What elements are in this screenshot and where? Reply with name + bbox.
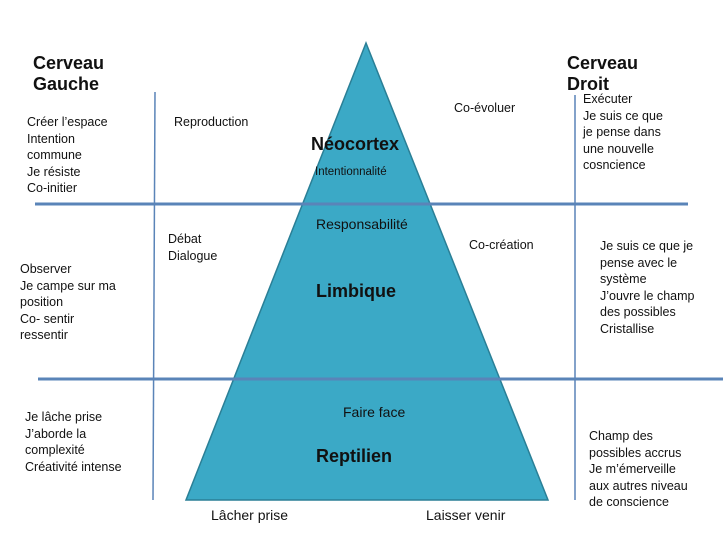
level-limbique: Limbique — [316, 281, 396, 301]
label-faire-face: Faire face — [343, 404, 406, 420]
right-inner-co-creation: Co-création — [469, 238, 534, 252]
heading-left-brain: Cerveau Gauche — [33, 53, 105, 94]
right-block-top: Exécuter Je suis ce que je pense dans un… — [583, 92, 663, 172]
left-block-middle: Observer Je campe sur ma position Co- se… — [20, 262, 116, 342]
level-neocortex: Néocortex — [311, 134, 400, 154]
right-block-bottom: Champ des possibles accrus Je m’émerveil… — [589, 429, 688, 509]
left-block-bottom: Je lâche prise J’aborde la complexité Cr… — [25, 410, 122, 474]
brain-pyramid — [184, 40, 550, 501]
label-laisser-venir: Laisser venir — [426, 507, 506, 523]
vertical-divider-left — [152, 91, 156, 501]
left-inner-debat-dialogue: Débat Dialogue — [168, 232, 218, 263]
label-lacher-prise: Lâcher prise — [211, 507, 289, 523]
left-inner-reproduction: Reproduction — [174, 115, 249, 129]
heading-right-brain: Cerveau Droit — [567, 53, 639, 94]
level-reptilien: Reptilien — [316, 446, 393, 466]
right-block-middle: Je suis ce que je pense avec le système … — [600, 239, 695, 336]
left-block-top: Créer l’espace Intention commune Je rési… — [27, 115, 108, 195]
label-intentionnalite: Intentionnalité — [315, 166, 387, 178]
right-inner-co-evoluer: Co-évoluer — [454, 101, 516, 115]
label-responsabilite: Responsabilité — [316, 216, 408, 232]
